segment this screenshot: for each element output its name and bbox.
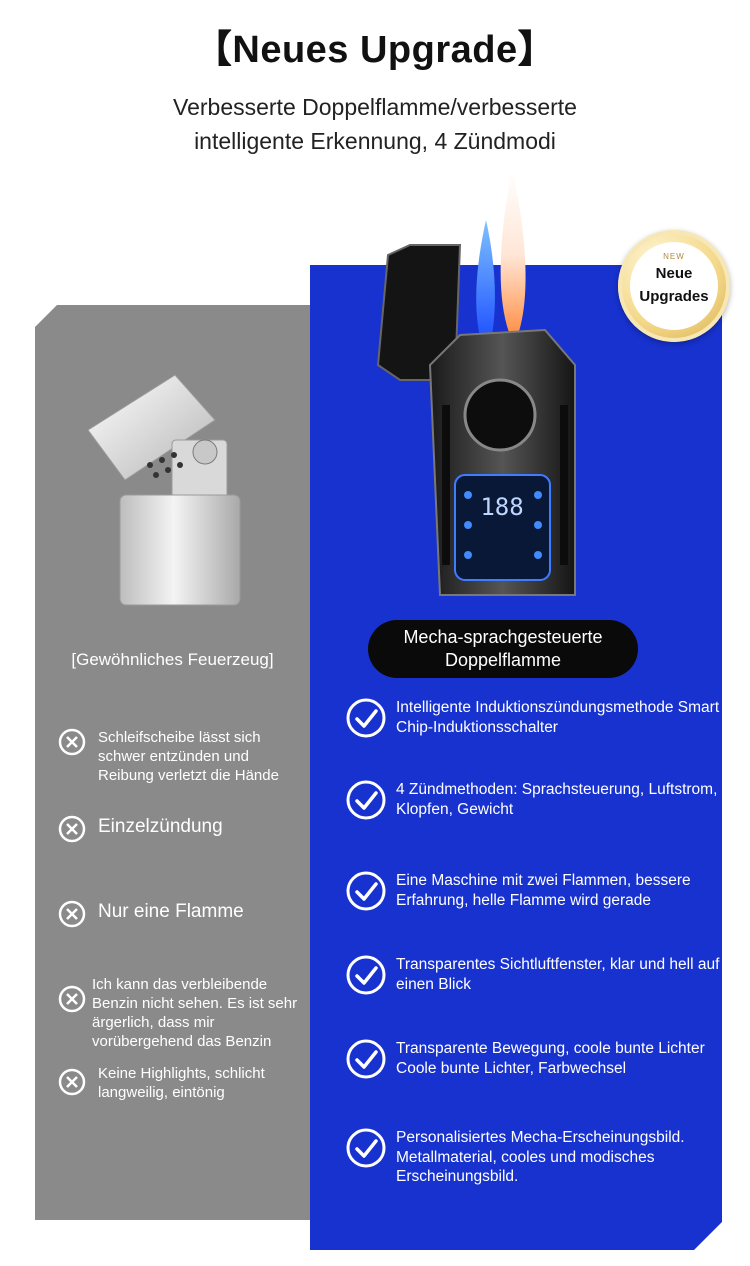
- new-upgrades-badge: NEW Neue Upgrades: [618, 230, 730, 342]
- check-circle-icon: [346, 1039, 386, 1079]
- ordinary-lighter-image: [87, 374, 241, 606]
- mecha-caption-pill: Mecha-sprachgesteuerte Doppelflamme: [368, 620, 638, 678]
- badge-line-1: Neue: [655, 265, 693, 282]
- drawback-item: Nur eine Flamme: [58, 900, 308, 928]
- check-circle-icon: [346, 871, 386, 911]
- drawback-item: Einzelzündung: [58, 815, 308, 843]
- feature-item: Personalisiertes Mecha-Erscheinungsbild.…: [346, 1128, 722, 1187]
- check-circle-icon: [346, 955, 386, 995]
- x-circle-icon: [58, 728, 86, 756]
- feature-item: Transparente Bewegung, coole bunte Licht…: [346, 1039, 722, 1079]
- drawback-text: Keine Highlights, schlicht langweilig, e…: [98, 1065, 265, 1101]
- svg-text:188: 188: [480, 493, 523, 521]
- drawback-text: Schleifscheibe lässt sich schwer entzünd…: [98, 729, 279, 784]
- drawback-text: Einzelzündung: [98, 816, 223, 837]
- check-circle-icon: [346, 780, 386, 820]
- feature-text: Personalisiertes Mecha-Erscheinungsbild.…: [396, 1129, 685, 1185]
- feature-text: 4 Zündmethoden: Sprachsteuerung, Luftstr…: [396, 781, 718, 818]
- feature-item: Transparentes Sichtluftfenster, klar und…: [346, 955, 722, 995]
- pill-line-2: Doppelflamme: [444, 650, 562, 670]
- feature-item: 4 Zündmethoden: Sprachsteuerung, Luftstr…: [346, 780, 722, 820]
- drawback-text: Ich kann das verbleibende Benzin nicht s…: [92, 976, 298, 1050]
- check-circle-icon: [346, 698, 386, 738]
- mecha-lighter-image: 188: [376, 244, 576, 596]
- feature-item: Intelligente Induktionszündungsmethode S…: [346, 698, 722, 738]
- feature-text: Transparente Bewegung, coole bunte Licht…: [396, 1040, 705, 1077]
- x-circle-icon: [58, 900, 86, 928]
- subtitle-line-2: intelligente Erkennung, 4 Zündmodi: [194, 128, 556, 154]
- page-subtitle: Verbesserte Doppelflamme/verbesserte int…: [0, 90, 750, 158]
- x-circle-icon: [58, 815, 86, 843]
- feature-text: Eine Maschine mit zwei Flammen, bessere …: [396, 872, 691, 909]
- check-circle-icon: [346, 1128, 386, 1168]
- drawback-item: Ich kann das verbleibende Benzin nicht s…: [58, 975, 308, 1051]
- drawback-item: Keine Highlights, schlicht langweilig, e…: [58, 1064, 308, 1102]
- feature-item: Eine Maschine mit zwei Flammen, bessere …: [346, 871, 722, 911]
- pill-line-1: Mecha-sprachgesteuerte: [403, 627, 603, 647]
- drawback-item: Schleifscheibe lässt sich schwer entzünd…: [58, 728, 308, 785]
- ordinary-lighter-caption: [Gewöhnliches Feuerzeug]: [71, 650, 274, 669]
- drawback-text: Nur eine Flamme: [98, 901, 244, 922]
- feature-text: Transparentes Sichtluftfenster, klar und…: [396, 956, 720, 993]
- feature-text: Intelligente Induktionszündungsmethode S…: [396, 699, 720, 736]
- double-flame-image: [476, 170, 526, 345]
- badge-line-2: Upgrades: [639, 288, 709, 305]
- badge-new-label: NEW: [663, 252, 685, 261]
- page-title: 【Neues Upgrade】: [193, 29, 557, 71]
- x-circle-icon: [58, 1068, 86, 1096]
- x-circle-icon: [58, 985, 86, 1013]
- subtitle-line-1: Verbesserte Doppelflamme/verbesserte: [173, 94, 577, 120]
